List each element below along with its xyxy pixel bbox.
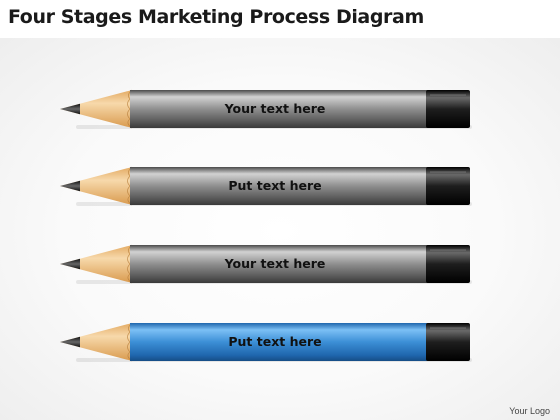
pencil-wood-tip [60, 167, 132, 205]
stage-label-3: Your text here [224, 256, 326, 271]
pencil-stage-4: Put text here [58, 320, 476, 364]
stage-label-2: Put text here [228, 178, 322, 193]
stage-label-4: Put text here [228, 334, 322, 349]
pencil-stage-1: Your text here [58, 87, 476, 131]
pencil-ferrule [426, 90, 470, 128]
pencil-lead-tip [60, 103, 80, 115]
pencil-lead-tip [60, 258, 80, 270]
pencil-body [130, 90, 428, 128]
pencil-body [130, 167, 428, 205]
pencil-body [130, 323, 428, 361]
pencil-ferrule [426, 245, 470, 283]
pencil-wood-tip [60, 245, 132, 283]
page-title: Four Stages Marketing Process Diagram [8, 6, 424, 28]
pencil-ferrule [426, 167, 470, 205]
logo-text: Your Logo [509, 406, 550, 416]
pencil-stage-3: Your text here [58, 242, 476, 286]
pencil-stage-2: Put text here [58, 164, 476, 208]
stage-label-1: Your text here [224, 101, 326, 116]
title-bar: Four Stages Marketing Process Diagram [0, 0, 560, 38]
pencil-lead-tip [60, 180, 80, 192]
pencil-ferrule [426, 323, 470, 361]
pencil-wood-tip [60, 323, 132, 361]
pencil-body [130, 245, 428, 283]
pencil-lead-tip [60, 336, 80, 348]
pencil-wood-tip [60, 90, 132, 128]
